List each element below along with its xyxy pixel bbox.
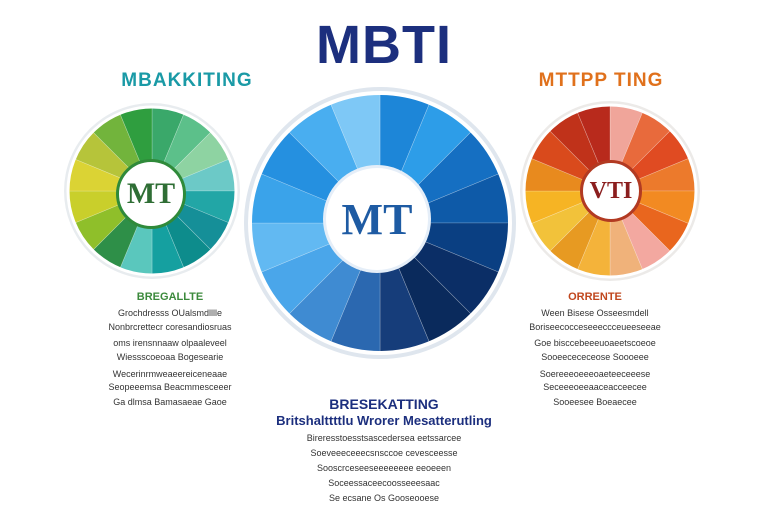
right-wheel-heading: MTTPP TING [538,70,664,91]
right-line: Sooeecececeose Soooeee [541,352,649,362]
right-line: Sooeesee Boeaecee [553,397,637,407]
left-line: Seopeeemsa Beacmmesceeer [108,382,232,392]
right-line: Seceeeoeeaaceacceecee [543,382,647,392]
right-wheel-center-label: VTI [580,160,642,222]
left-wheel-heading: MBAKKITING [121,70,253,91]
right-line: Soereeeoeeeoaeteeceeese [539,369,651,379]
center-heading: BRESEKATTING [329,396,439,412]
center-line: Bireresstoesstsascedersea eetssarcee [306,433,462,443]
center-line: Se ecsane Os Gooseooese [328,493,440,503]
center-line: Soceessaceecoosseeesaac [328,478,440,488]
right-line: Ween Bisese Osseesmdell [541,308,649,318]
right-line: Goe bisccebeeeuoaeetscoeoe [534,338,656,348]
left-label: BREGALLTE [136,291,204,303]
page-title: MBTI [316,15,452,75]
left-line: Grochdresss OUalsmdlllle [117,308,223,318]
right-line: Boriseecocceseeeccceueeseeae [529,322,661,332]
left-wheel-center-label: MT [116,159,186,229]
center-subheading: Britshalttttlu Wrorer Mesatterutling [276,413,492,428]
center-line: Sooscrceseeseeeeeeee eeoeeen [316,463,452,473]
left-line: Nonbrcrettecr coresandiosruas [108,322,232,332]
right-label: ORRENTE [568,291,622,303]
left-line: Ga dlmsa Bamasaeae Gaoe [113,397,227,407]
left-line: Wiessscoeoaa Bogesearie [116,352,224,362]
left-line: Wecerinrmweaeereiceneaae [112,369,228,379]
left-line: oms irensnnaaw olpaaleveel [113,338,227,348]
center-wheel-center-label: MT [326,168,428,270]
center-line: Soeveeeceeecsnsccoe cevesceesse [310,448,458,458]
